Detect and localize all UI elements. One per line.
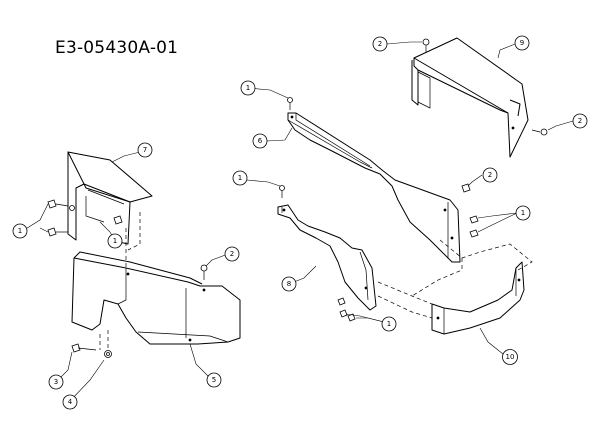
callout-2: 2 [572, 113, 588, 129]
callout-1-label: 1 [246, 84, 250, 92]
callout-1-label: 1 [387, 320, 391, 328]
part-9-cover [411, 37, 529, 158]
callout-2: 2 [372, 36, 388, 52]
leader-lines [23, 41, 574, 402]
callout-1-label: 1 [238, 174, 242, 182]
callout-1-label: 1 [113, 237, 117, 245]
callout-2-label: 2 [488, 171, 492, 179]
part-8-bracket [277, 204, 377, 311]
callout-7: 7 [137, 142, 153, 158]
callout-2-label: 2 [230, 250, 234, 258]
callout-2-label: 2 [578, 117, 582, 125]
callout-8-label: 8 [287, 280, 291, 288]
callout-9: 9 [514, 35, 530, 51]
callout-1: 1 [381, 316, 397, 332]
projection-lines-left [99, 212, 141, 352]
callout-4-label: 4 [68, 398, 73, 406]
callout-2: 2 [482, 167, 498, 183]
part-5-guard [71, 251, 241, 345]
callout-2-label: 2 [378, 40, 382, 48]
projection-lines-right [377, 239, 533, 319]
part-6-bracket [287, 112, 461, 263]
part-7-cover [67, 151, 153, 245]
hardware-fasteners [47, 38, 548, 358]
callout-1: 1 [515, 205, 531, 221]
callout-6-label: 6 [258, 137, 263, 145]
callout-9-label: 9 [520, 39, 524, 47]
callout-7-label: 7 [143, 146, 147, 154]
callout-1: 1 [232, 170, 248, 186]
callout-1-label: 1 [521, 209, 525, 217]
callout-5: 5 [206, 372, 222, 388]
callout-1: 1 [240, 80, 256, 96]
callout-1-label: 1 [18, 227, 22, 235]
callout-3: 3 [48, 374, 64, 390]
callout-5-label: 5 [212, 376, 216, 384]
part-10-tray [431, 261, 525, 335]
callout-10: 10 [502, 349, 518, 365]
callout-6: 6 [252, 133, 268, 149]
callout-1: 1 [12, 223, 28, 239]
callout-4: 4 [62, 394, 78, 410]
callout-3-label: 3 [54, 378, 58, 386]
callout-2: 2 [224, 246, 240, 262]
callout-10-label: 10 [506, 353, 515, 361]
diagram-title: E3-05430A-01 [55, 38, 179, 58]
callout-1: 1 [107, 233, 123, 249]
callout-8: 8 [281, 276, 297, 292]
